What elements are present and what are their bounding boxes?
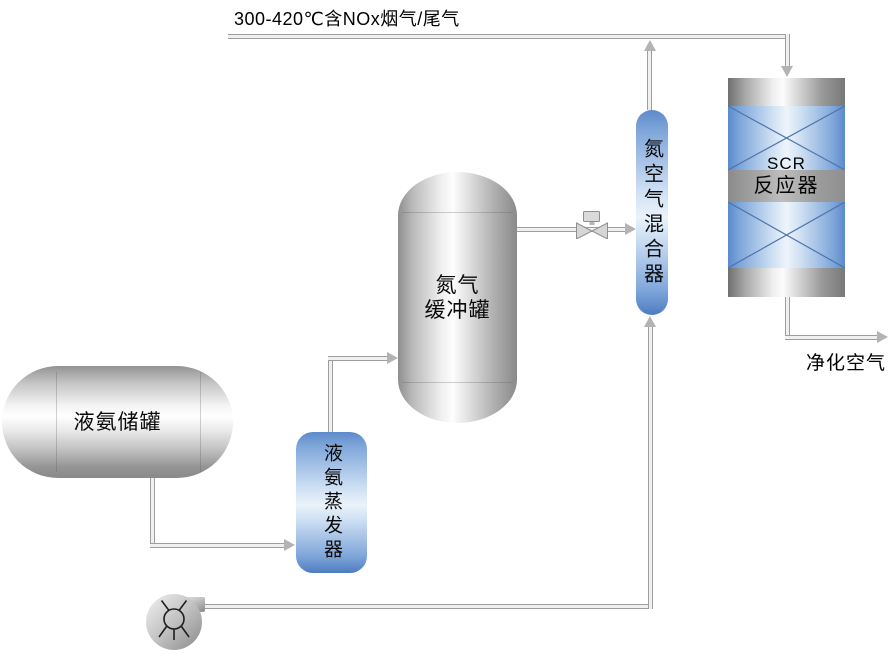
pipe-blower-outlet bbox=[198, 604, 653, 609]
tank-seam bbox=[402, 212, 513, 213]
tank-seam bbox=[200, 372, 201, 472]
arrow-right-icon bbox=[625, 223, 636, 235]
arrow-up-icon bbox=[644, 40, 656, 51]
pipe-flue-gas-main bbox=[228, 34, 790, 39]
catalyst-cross-icon bbox=[728, 202, 845, 268]
buffer-tank-label-line1: 氮气 bbox=[435, 273, 480, 297]
pipe-evaporator-riser bbox=[328, 356, 333, 432]
nitrogen-air-mixer: 氮空气混合器 bbox=[636, 110, 668, 315]
pipe-reactor-outlet-v bbox=[785, 297, 790, 337]
nitrogen-buffer-tank: 氮气 缓冲罐 bbox=[398, 172, 517, 423]
pipe-tank-outlet bbox=[150, 470, 155, 546]
pipe-evaporator-to-buffer bbox=[328, 356, 388, 361]
tank-seam bbox=[56, 372, 57, 472]
control-valve-icon bbox=[576, 211, 608, 239]
scr-reactor-label-line1: SCR bbox=[767, 154, 806, 173]
reactor-bottom-flange bbox=[728, 268, 845, 297]
ammonia-evaporator-label: 液氨蒸发器 bbox=[321, 442, 342, 563]
tank-seam bbox=[402, 382, 513, 383]
ammonia-storage-tank-label: 液氨储罐 bbox=[73, 410, 162, 434]
impeller-icon bbox=[158, 600, 190, 640]
ammonia-storage-tank: 液氨储罐 bbox=[2, 366, 233, 478]
arrow-right-icon bbox=[877, 331, 888, 343]
arrow-down-icon bbox=[781, 66, 793, 77]
clean-air-outlet-label: 净化空气 bbox=[806, 353, 887, 374]
scr-reactor-label: SCR 反应器 bbox=[728, 154, 845, 198]
pipe-reactor-inlet bbox=[785, 34, 790, 66]
reactor-top-flange bbox=[728, 78, 845, 106]
reactor-mid-flange bbox=[728, 170, 845, 202]
arrow-up-icon bbox=[644, 316, 656, 327]
scr-reactor: SCR 反应器 bbox=[728, 78, 845, 297]
catalyst-bed-lower bbox=[728, 202, 845, 268]
arrow-right-icon bbox=[387, 352, 398, 364]
nitrogen-air-mixer-label: 氮空气混合器 bbox=[640, 137, 663, 288]
pipe-tank-to-evaporator bbox=[150, 543, 286, 548]
pipe-reactor-outlet-h bbox=[785, 335, 878, 340]
flue-gas-inlet-label: 300-420℃含NOx烟气/尾气 bbox=[234, 9, 460, 29]
ammonia-evaporator: 液氨蒸发器 bbox=[296, 432, 367, 573]
catalyst-bed-upper bbox=[728, 106, 845, 170]
nitrogen-buffer-tank-label: 氮气 缓冲罐 bbox=[425, 273, 491, 323]
buffer-tank-label-line2: 缓冲罐 bbox=[424, 298, 491, 322]
scr-reactor-label-line2: 反应器 bbox=[753, 175, 820, 197]
pipe-air-riser bbox=[648, 327, 653, 609]
pipe-mixer-to-flue bbox=[647, 51, 652, 110]
blower-icon bbox=[146, 594, 205, 650]
arrow-right-icon bbox=[284, 539, 295, 551]
catalyst-cross-icon bbox=[728, 106, 845, 170]
pipe-buffer-to-mixer bbox=[515, 227, 627, 232]
